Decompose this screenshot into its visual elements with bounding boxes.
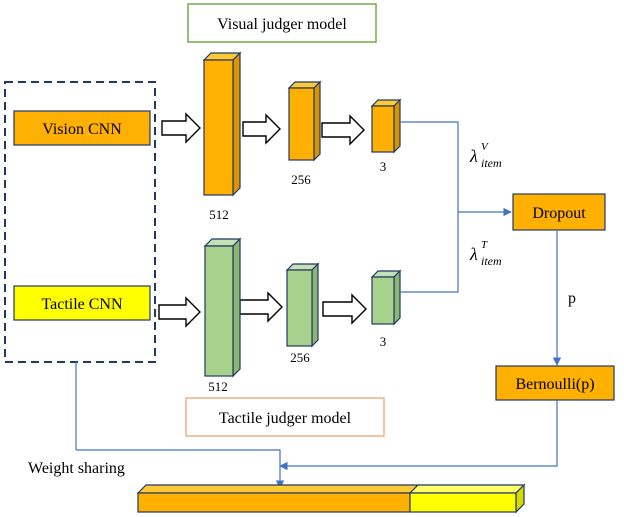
- visual-size-256: 256: [291, 172, 311, 187]
- lambda-tactile: λ T item: [469, 239, 502, 268]
- vision-cnn-label: Vision CNN: [42, 121, 122, 138]
- svg-text:T: T: [481, 239, 488, 251]
- visual-size-3: 3: [380, 159, 387, 174]
- tactile-cnn-label: Tactile CNN: [41, 296, 123, 313]
- vision-cnn-box: [13, 110, 151, 146]
- hollow-arrow-icon: [239, 291, 283, 323]
- bernoulli-box: [495, 365, 615, 401]
- shared-weight-bar: [136, 483, 526, 514]
- tactile-layer-256: [285, 262, 320, 348]
- hollow-arrow-icon: [158, 296, 201, 328]
- svg-text:λ: λ: [469, 244, 478, 264]
- visual-judger-title: Visual judger model: [217, 16, 347, 33]
- p-label: p: [568, 290, 576, 307]
- dropout-box: [512, 193, 606, 231]
- visual-layer-512: [202, 51, 242, 197]
- lambda-visual: λ V item: [469, 141, 502, 170]
- hollow-arrow-icon: [242, 113, 281, 145]
- visual-size-512: 512: [209, 207, 229, 222]
- svg-text:V: V: [481, 141, 489, 153]
- svg-text:item: item: [481, 156, 502, 170]
- tactile-judger-title: Tactile judger model: [219, 410, 352, 427]
- bernoulli-to-bar-arrow: [279, 400, 558, 471]
- input-group-dashed: [4, 81, 156, 363]
- tactile-layer-512: [203, 237, 242, 378]
- visual-judger-title-box: [187, 3, 377, 43]
- visual-layer-3: [370, 98, 402, 154]
- tactile-size-512: 512: [208, 379, 228, 394]
- tactile-to-merge-line: [400, 212, 459, 293]
- svg-text:item: item: [481, 254, 502, 268]
- bernoulli-label: Bernoulli(p): [515, 376, 594, 393]
- weight-sharing-arrow: [76, 449, 285, 489]
- tactile-size-3: 3: [380, 334, 387, 349]
- visual-to-merge-line: [400, 121, 459, 212]
- weight-sharing-label: Weight sharing: [28, 460, 125, 477]
- hollow-arrow-icon: [321, 114, 365, 146]
- tactile-judger-title-box: [185, 397, 385, 437]
- hollow-arrow-icon: [161, 112, 201, 144]
- dropout-label: Dropout: [532, 205, 586, 222]
- visual-layer-256: [287, 80, 322, 162]
- tactile-layer-3: [370, 269, 402, 326]
- svg-text:λ: λ: [469, 146, 478, 166]
- tactile-size-256: 256: [290, 350, 310, 365]
- tactile-cnn-box: [13, 285, 151, 321]
- hollow-arrow-icon: [322, 293, 367, 325]
